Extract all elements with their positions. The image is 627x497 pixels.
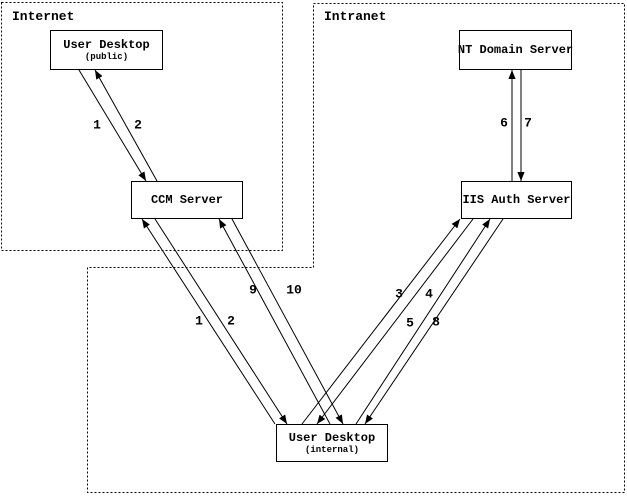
zone-label-intranet: Intranet (324, 9, 387, 24)
edge-label-6-iis-nt: 6 (500, 115, 508, 131)
edge-label-8-iis-internal: 8 (432, 314, 440, 330)
edge-label-3-internal-iis: 3 (395, 286, 403, 302)
node-ccm-server-title: CCM Server (150, 193, 223, 207)
node-user-desktop-public-title: User Desktop (63, 38, 150, 52)
edge-line-8-iis-to-internal (364, 218, 504, 425)
edge-label-4-iis-internal: 4 (425, 286, 433, 302)
edge-label-2-ccm-internal: 2 (227, 313, 235, 329)
node-user-desktop-public-subtitle: (public) (84, 52, 129, 62)
edge-line-5-internal-to-iis (355, 218, 491, 425)
edge-label-1-internal-ccm: 1 (195, 313, 203, 329)
edge-label-1-public-ccm: 1 (93, 117, 101, 133)
node-user-desktop-public: User Desktop (public) (50, 30, 163, 70)
node-nt-domain-server: NT Domain Server (457, 30, 574, 70)
node-iis-auth-server-title: IIS Auth Server (462, 193, 571, 207)
edge-line-1-public-to-ccm (78, 69, 147, 182)
edge-label-7-nt-iis: 7 (524, 115, 532, 131)
edge-line-2-ccm-to-public (94, 69, 158, 182)
edge-label-2-ccm-public: 2 (134, 117, 142, 133)
edge-line-3-internal-to-iis (301, 218, 461, 425)
edge-line-1-internal-to-ccm (141, 218, 276, 425)
edge-label-10-ccm-internal: 10 (286, 282, 302, 298)
node-ccm-server: CCM Server (131, 181, 243, 219)
edge-line-4-iis-to-internal (316, 218, 474, 425)
edge-label-5-internal-iis: 5 (406, 315, 414, 331)
internet-zone-outline (1, 2, 283, 251)
edge-line-2-ccm-to-internal (154, 218, 288, 425)
node-iis-auth-server: IIS Auth Server (461, 181, 572, 219)
node-nt-domain-server-title: NT Domain Server (457, 43, 574, 57)
edge-line-9-internal-to-ccm (218, 218, 331, 425)
node-user-desktop-internal: User Desktop (internal) (276, 424, 388, 462)
edge-label-9-internal-ccm: 9 (249, 282, 257, 298)
zone-label-internet: Internet (12, 9, 75, 24)
edge-line-10-ccm-to-internal (231, 218, 344, 425)
node-user-desktop-internal-subtitle: (internal) (304, 445, 359, 455)
intranet-zone-outline (87, 3, 625, 493)
node-user-desktop-internal-title: User Desktop (288, 431, 376, 445)
